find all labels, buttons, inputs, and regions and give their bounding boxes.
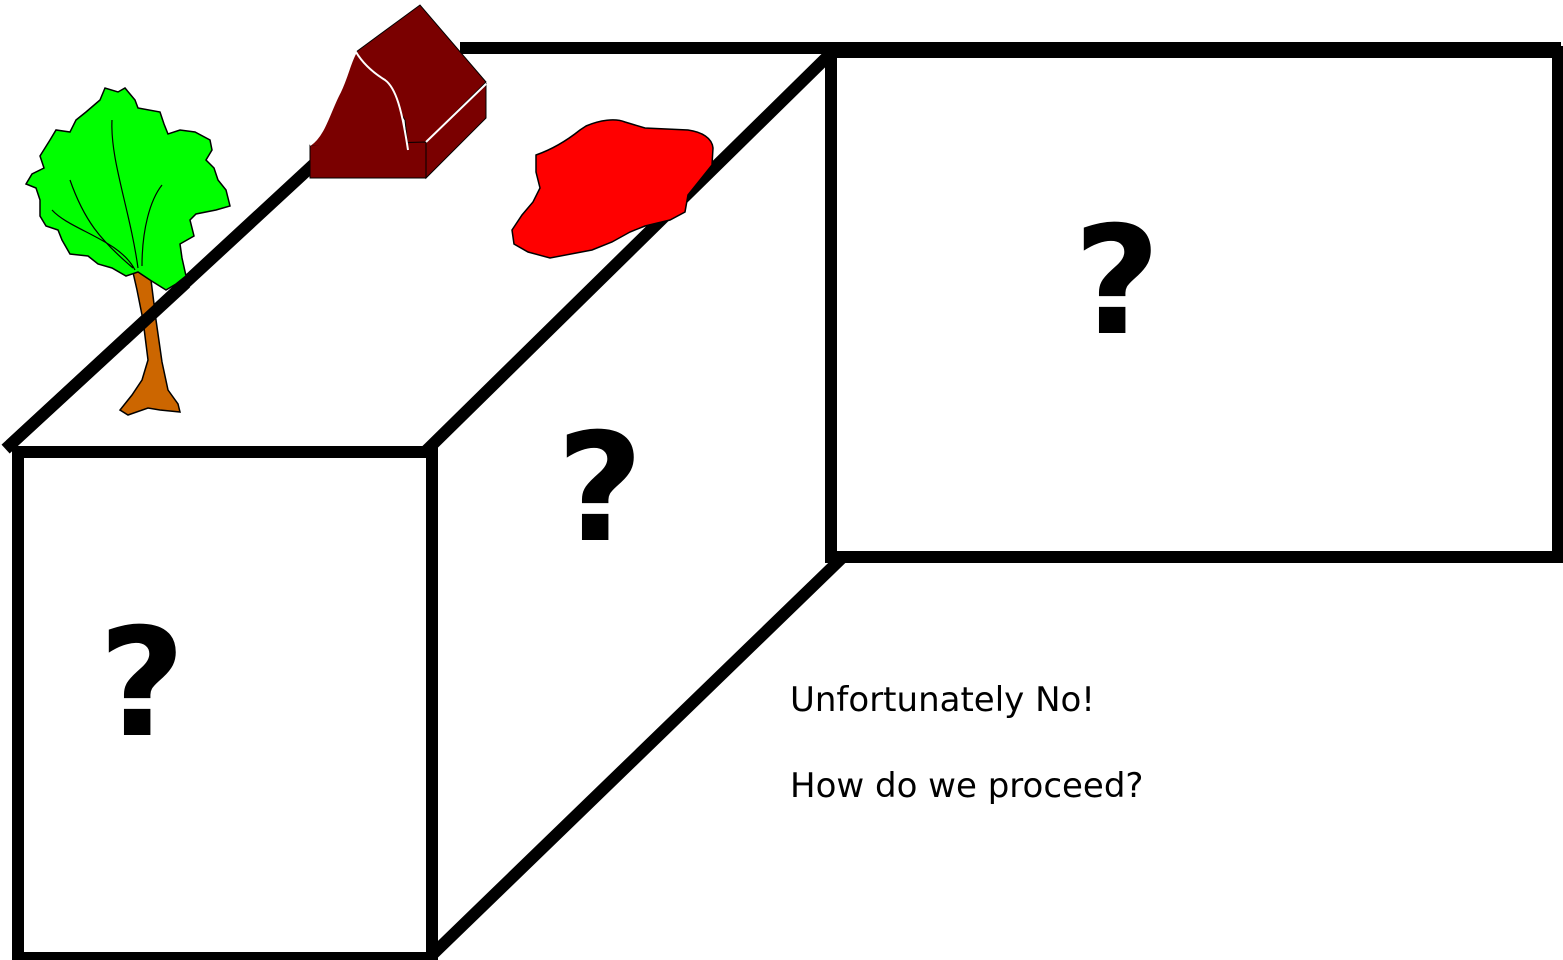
house-icon [310, 5, 486, 178]
side-bottom-diagonal [432, 555, 845, 955]
side-face-question-mark: ? [556, 402, 643, 576]
front-face-panel [18, 452, 432, 958]
tree-icon [26, 88, 230, 415]
top-right-diagonal [430, 58, 826, 447]
side-face-outline [432, 543, 865, 955]
front-face-question-mark: ? [98, 597, 185, 771]
caption-unfortunately-no: Unfortunately No! [790, 680, 1095, 720]
back-wall-question-mark: ? [1073, 195, 1160, 369]
caption-how-do-we-proceed: How do we proceed? [790, 766, 1143, 806]
red-blob-shape [512, 120, 713, 258]
back-wall-panel [831, 52, 1558, 557]
